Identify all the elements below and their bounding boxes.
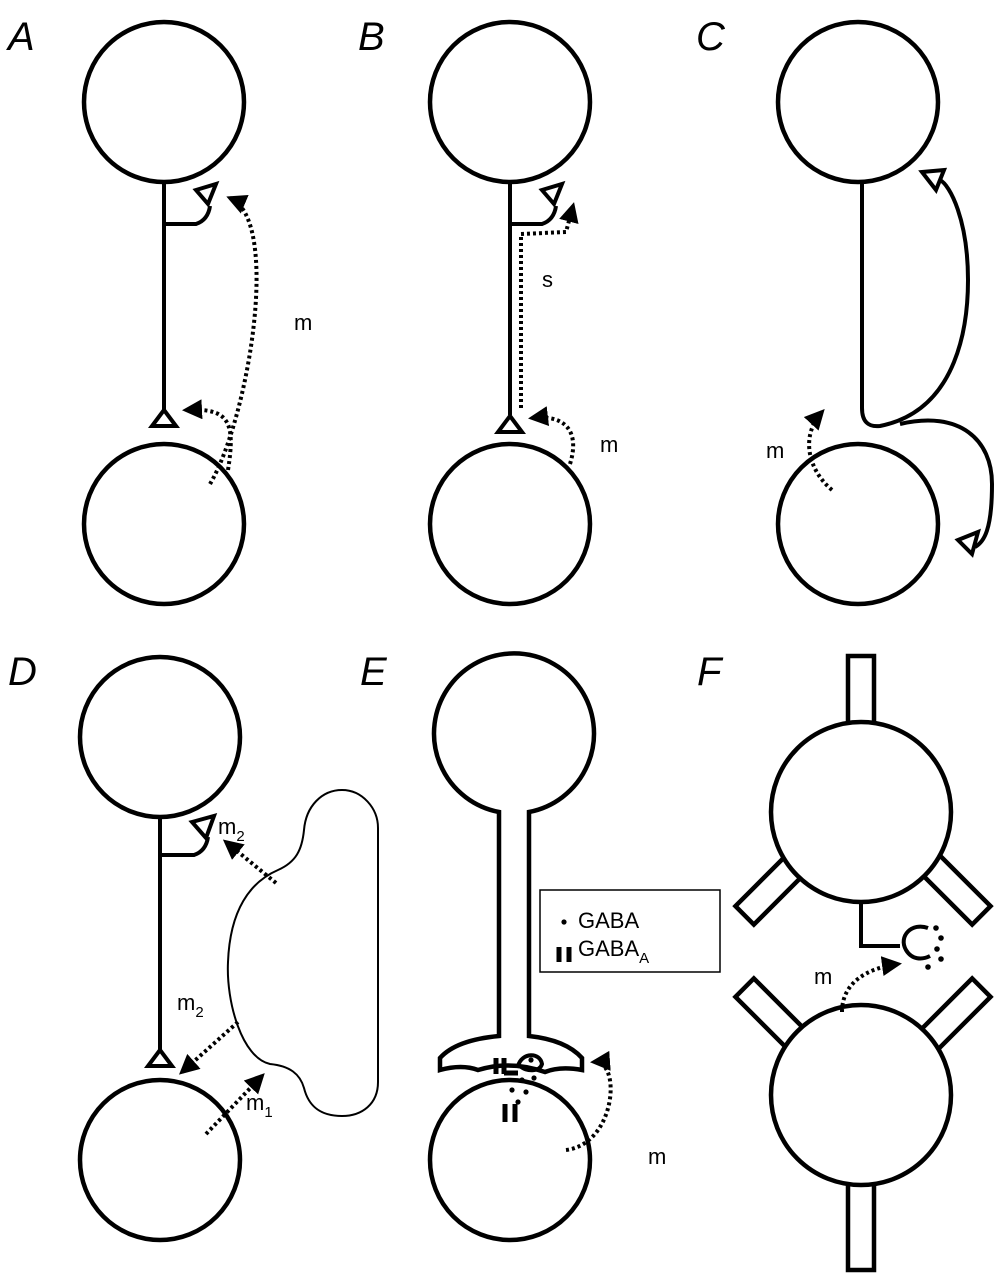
panel-e-lower-neuron bbox=[427, 1077, 593, 1243]
panel-a-upper-neuron bbox=[81, 19, 247, 185]
panel-f-letter: F bbox=[697, 650, 724, 694]
panel-e-postsynaptic-receptor bbox=[502, 1104, 518, 1122]
panel-f-label-m: m bbox=[814, 964, 832, 989]
panel-a: A m bbox=[6, 15, 312, 607]
panel-f-vesicle bbox=[934, 946, 940, 952]
panel-e-gaba-dot bbox=[519, 1077, 525, 1083]
panel-e-gaba-dot bbox=[509, 1087, 515, 1093]
panel-a-axon-collateral bbox=[164, 205, 212, 226]
panel-f-m-path bbox=[840, 956, 902, 1013]
panel-e-m-path bbox=[565, 1050, 613, 1152]
panel-e-legend-receptor-symbol bbox=[556, 947, 572, 962]
panel-e-upper-neuron-terminal bbox=[431, 651, 597, 1075]
panel-d: D m2 m2 m1 bbox=[8, 650, 379, 1243]
panel-d-label-m2-lower: m2 bbox=[177, 990, 204, 1021]
panel-d-axon-collateral bbox=[160, 836, 210, 857]
panel-a-m-path-short bbox=[182, 399, 233, 471]
panel-e-gaba-dot bbox=[531, 1075, 537, 1081]
panel-f-lower-neuron bbox=[768, 1002, 954, 1188]
panel-b-s-path bbox=[519, 202, 579, 408]
panel-c-m-path bbox=[803, 409, 834, 492]
panel-b: B s m bbox=[358, 15, 618, 607]
panel-d-lower-neuron bbox=[77, 1077, 243, 1243]
panel-e-legend-gaba-a-label: GABAA bbox=[578, 936, 649, 967]
panel-e-release-site bbox=[516, 1053, 545, 1073]
panel-e-gaba-dot bbox=[523, 1089, 529, 1095]
panel-e-letter: E bbox=[360, 650, 388, 694]
panel-c: C m bbox=[696, 15, 995, 607]
panel-b-synaptic-terminal bbox=[494, 412, 526, 434]
panel-c-axon-lower-loop bbox=[899, 418, 995, 549]
panel-a-lower-neuron bbox=[81, 441, 247, 607]
panel-c-lower-neuron bbox=[775, 441, 941, 607]
panel-d-autaptic-terminal bbox=[188, 813, 218, 842]
panel-e-legend-gaba-label: GABA bbox=[578, 908, 639, 933]
panel-a-letter: A bbox=[6, 15, 35, 59]
panel-c-lower-terminal bbox=[954, 528, 981, 558]
panel-d-letter: D bbox=[8, 650, 37, 694]
panel-f-upper-neuron bbox=[768, 719, 954, 905]
panel-a-synaptic-terminal bbox=[148, 406, 180, 428]
panel-b-upper-neuron bbox=[427, 19, 593, 185]
panel-d-label-m1: m1 bbox=[246, 1090, 273, 1121]
panel-c-upper-terminal bbox=[918, 167, 948, 194]
panel-f-vesicle bbox=[933, 925, 939, 931]
panel-a-m-path-long bbox=[208, 195, 259, 486]
panel-a-label-m: m bbox=[294, 310, 312, 335]
panel-e-label-m: m bbox=[648, 1144, 666, 1169]
panel-b-autaptic-terminal bbox=[538, 180, 566, 208]
panel-c-label-m: m bbox=[766, 438, 784, 463]
panel-d-label-m2-upper: m2 bbox=[218, 814, 245, 845]
panel-e-gaba-dot bbox=[528, 1057, 534, 1063]
panel-f-vesicle bbox=[925, 964, 931, 970]
panel-c-axon-upper-loop bbox=[860, 178, 971, 429]
panel-c-letter: C bbox=[696, 15, 726, 59]
panel-f: F m bbox=[697, 650, 994, 1273]
panel-a-autaptic-terminal bbox=[192, 180, 220, 208]
panel-e-legend-gaba-symbol bbox=[561, 919, 567, 925]
panel-b-label-m: m bbox=[600, 432, 618, 457]
panel-f-vesicle bbox=[938, 935, 944, 941]
panel-f-lower-dendrite-bottom bbox=[845, 1175, 877, 1273]
panel-b-letter: B bbox=[358, 15, 385, 59]
panel-e: E m GABA GABAA bbox=[360, 650, 721, 1243]
panel-c-upper-neuron bbox=[775, 19, 941, 185]
panel-e-gaba-dot bbox=[515, 1099, 521, 1105]
panel-f-vesicle bbox=[938, 956, 944, 962]
panel-d-upper-neuron bbox=[77, 654, 243, 820]
panel-d-glial-cell bbox=[226, 788, 379, 1118]
panel-d-synaptic-terminal bbox=[144, 1046, 176, 1068]
panel-b-lower-neuron bbox=[427, 441, 593, 607]
panel-d-m2-lower-path bbox=[179, 1020, 240, 1075]
panel-b-m-path bbox=[528, 406, 576, 465]
panel-f-autaptic-terminal bbox=[901, 924, 931, 961]
panel-d-m1-path bbox=[204, 1073, 265, 1136]
panel-f-axon bbox=[859, 902, 900, 948]
panel-b-axon-collateral bbox=[510, 205, 558, 226]
panel-d-m2-upper-path bbox=[222, 839, 278, 885]
panel-b-label-s: s bbox=[542, 267, 553, 292]
